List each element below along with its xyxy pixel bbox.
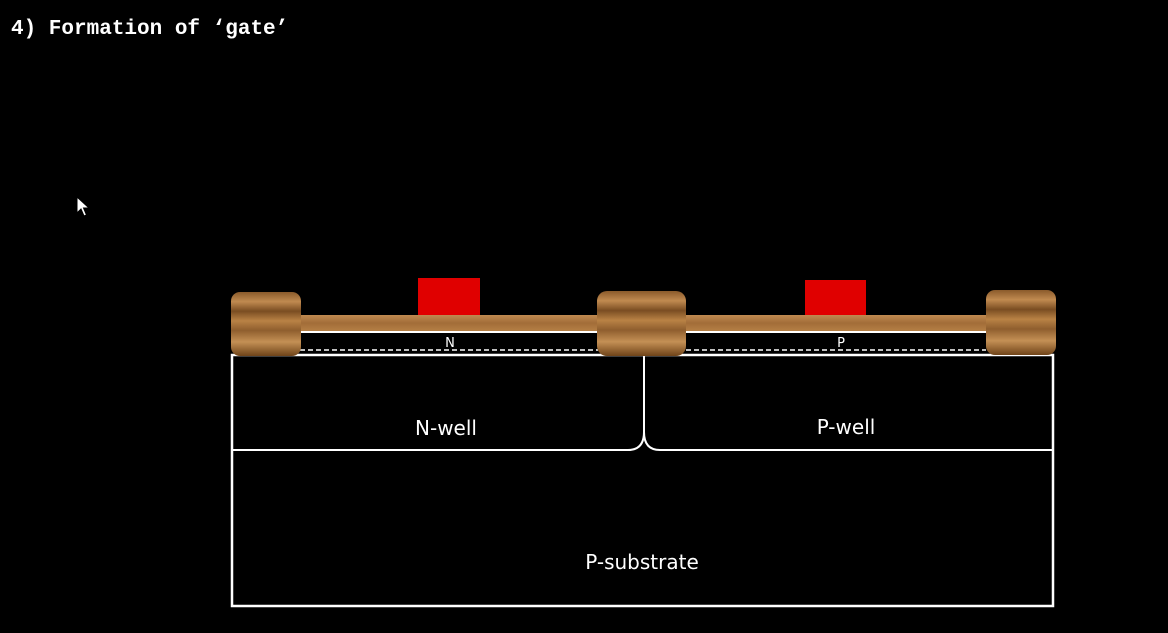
field-oxide-left <box>231 292 301 356</box>
n-well-label: N-well <box>415 416 477 440</box>
field-oxide-right <box>986 290 1056 355</box>
n-region-label: N <box>445 336 455 351</box>
slide-title: 4) Formation of ‘gate’ <box>11 18 289 41</box>
mouse-pointer-icon <box>76 196 90 217</box>
p-substrate-label: P-substrate <box>585 550 699 574</box>
well-boundary <box>232 355 1053 451</box>
field-oxide-middle <box>597 291 686 356</box>
gate-p-region <box>805 280 866 315</box>
p-region-label: P <box>837 336 845 351</box>
p-well-label: P-well <box>817 415 876 439</box>
gate-n-region <box>418 278 480 315</box>
